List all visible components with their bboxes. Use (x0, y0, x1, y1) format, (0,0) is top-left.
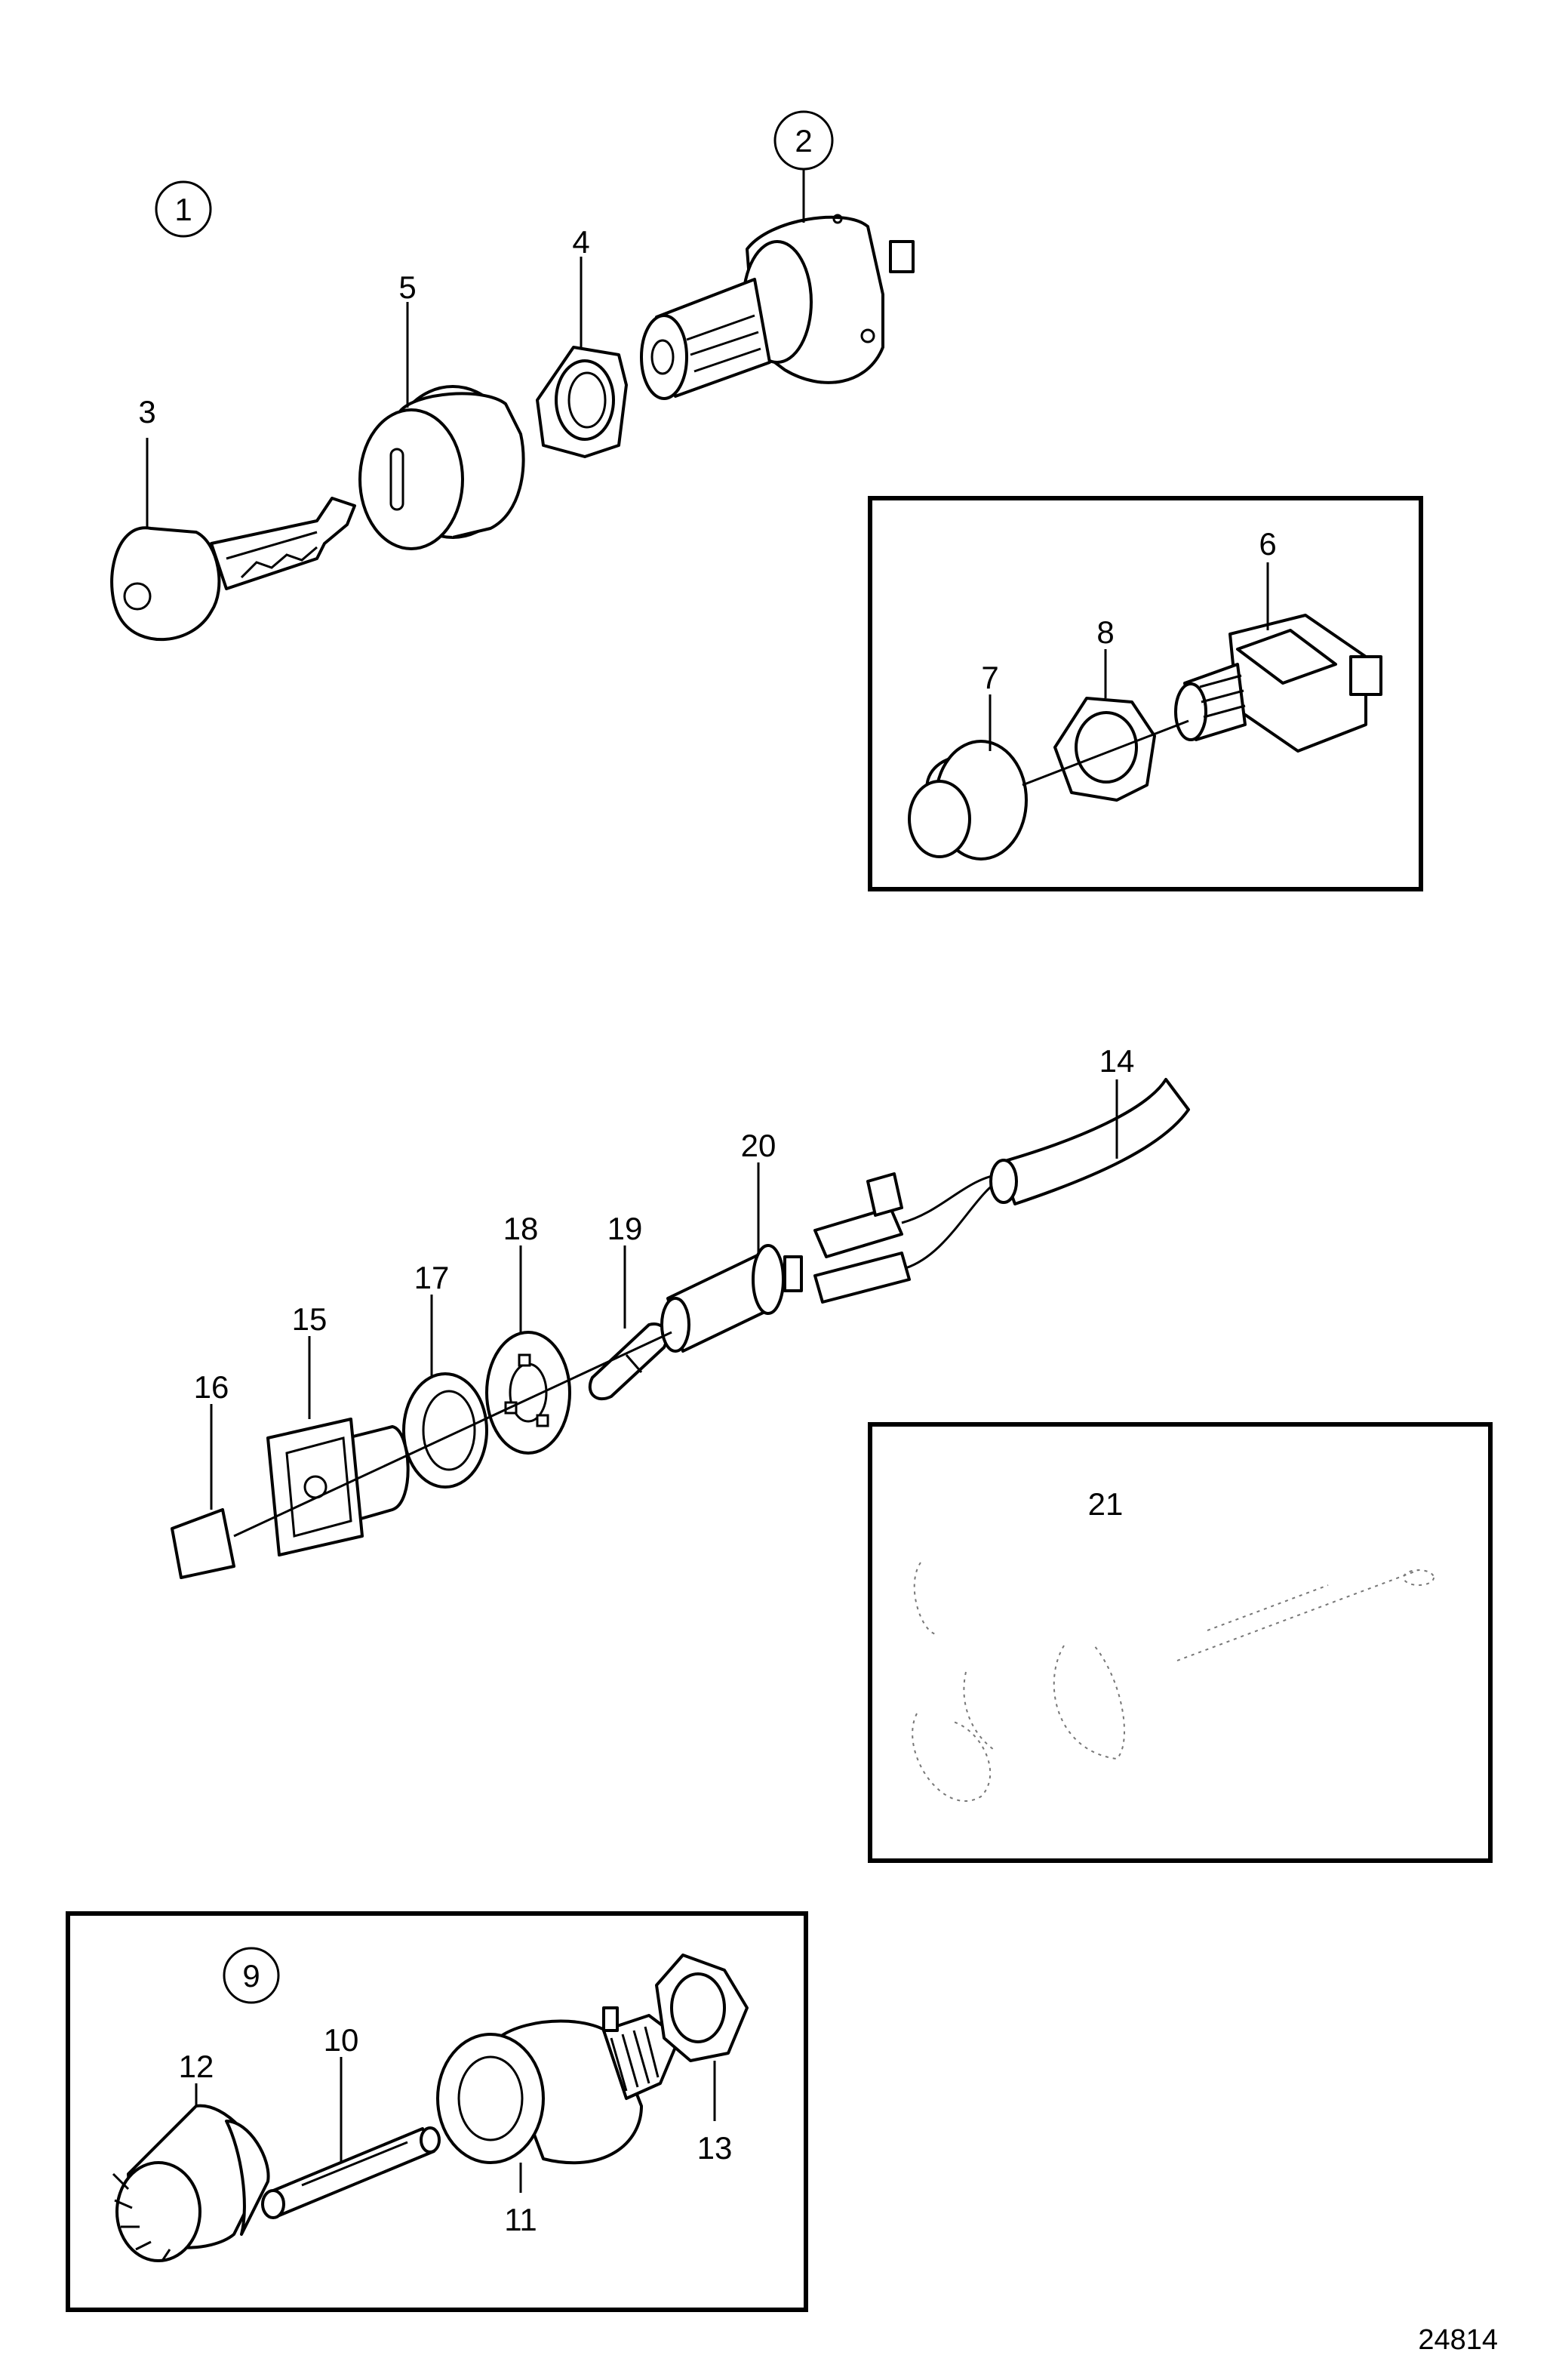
fuse-part-10 (261, 2126, 441, 2219)
fuse-holder-body-part-11 (436, 2006, 681, 2165)
callout-8: 8 (1096, 614, 1114, 650)
fuse-holder-group: 9 12 10 11 (66, 1911, 808, 2312)
ignition-switch-group: 1 3 5 4 (110, 110, 915, 642)
callout-circle-1 (155, 180, 212, 238)
callout-13: 13 (697, 2130, 733, 2166)
callout-1: 1 (174, 192, 192, 227)
button-part-7 (908, 740, 1028, 861)
callout-18: 18 (503, 1211, 539, 1246)
bulb-part-19 (588, 1322, 669, 1401)
callout-14: 14 (1099, 1043, 1135, 1079)
assembly-axis-lamp (233, 1331, 672, 1538)
lens-part-16 (171, 1508, 235, 1579)
callout-20: 20 (741, 1128, 776, 1163)
nut-part-8 (1053, 697, 1156, 802)
ring-part-17 (402, 1372, 488, 1489)
callout-16: 16 (194, 1369, 229, 1405)
connector-plugs (813, 1172, 1004, 1304)
fuse-holder-frame (66, 1911, 808, 2312)
holder-part-15 (266, 1418, 410, 1556)
callout-circle-9 (223, 1947, 280, 2004)
part-21-frame (868, 1422, 1493, 1863)
cap-part-12 (112, 2104, 270, 2262)
callout-15: 15 (292, 1301, 327, 1337)
callout-11: 11 (504, 2202, 537, 2237)
push-button-group: 7 8 6 (868, 496, 1423, 891)
nut-part-4 (536, 346, 628, 458)
callout-5: 5 (398, 269, 416, 305)
key-part-3 (110, 497, 356, 642)
callout-4: 4 (572, 224, 589, 260)
callout-21: 21 (1088, 1486, 1124, 1522)
indicator-lamp-group: 16 15 17 18 (171, 1043, 1190, 1579)
cable-part-14 (989, 1078, 1190, 1205)
nut-part-13 (655, 1954, 749, 2062)
callout-2: 2 (795, 123, 812, 159)
disc-part-18 (485, 1331, 571, 1455)
faded-part-sketch (912, 1562, 1435, 1802)
switch-part-6 (1174, 614, 1382, 753)
callout-10: 10 (324, 2022, 359, 2058)
callout-12: 12 (179, 2049, 214, 2084)
callout-17: 17 (414, 1260, 450, 1295)
callout-7: 7 (981, 660, 998, 695)
push-button-frame (868, 496, 1423, 891)
part-21-group: 21 (868, 1422, 1493, 1863)
bezel-part-5 (358, 385, 525, 550)
drawing-number: 24814 (1418, 2324, 1498, 2356)
assembly-axis-6-8 (1022, 719, 1189, 787)
callout-3: 3 (138, 394, 155, 430)
callout-circle-2 (773, 110, 834, 171)
switch-body-part-2 (640, 214, 915, 400)
callout-9: 9 (242, 1958, 260, 1994)
callout-6: 6 (1259, 526, 1276, 562)
socket-part-20 (660, 1244, 803, 1353)
callout-19: 19 (607, 1211, 643, 1246)
